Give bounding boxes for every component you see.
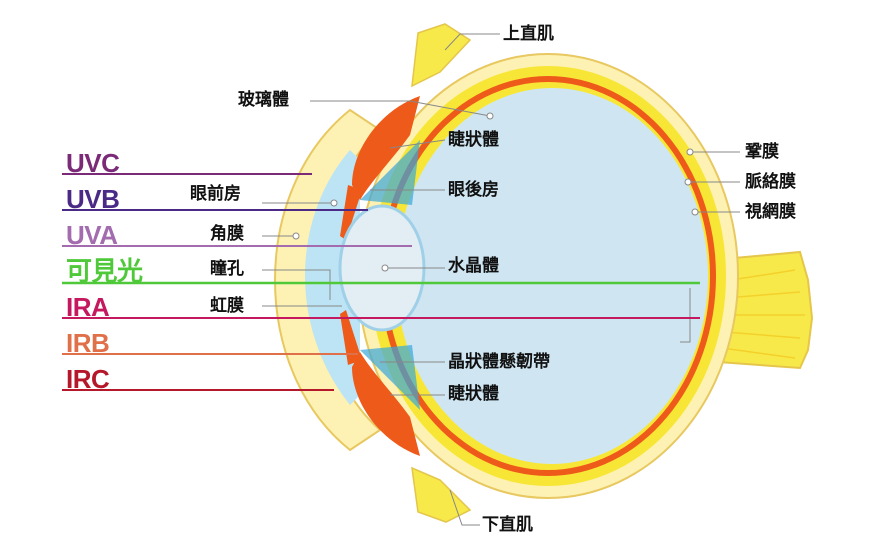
band-label-irc: IRC [66,364,110,394]
band-label-uvb: UVB [66,184,120,214]
label-iris: 虹膜 [210,296,244,316]
label-vitreous: 玻璃體 [238,90,289,110]
band-label-uva: UVA [66,220,118,250]
ciliary-body-upper [352,96,420,200]
iris-lower [340,310,362,365]
band-label-ira: IRA [66,292,110,322]
band-label-visible: 可見光 [66,256,143,286]
iris-upper [340,185,362,240]
zonules-lower [360,345,420,410]
vitreous-body [396,88,708,464]
label-retina: 視網膜 [745,202,796,222]
label-lens: 水晶體 [448,256,499,276]
ciliary-body-lower [352,352,420,456]
band-label-uvc: UVC [66,148,120,178]
label-anterior-chamber: 眼前房 [190,184,241,204]
zonules-upper [360,140,420,205]
label-ciliary-upper: 睫狀體 [448,130,499,150]
label-superior-rectus: 上直肌 [503,24,554,44]
label-cornea: 角膜 [210,224,244,244]
label-sclera: 鞏膜 [745,142,779,162]
label-choroid: 脈絡膜 [745,172,796,192]
label-zonules: 晶狀體懸韌帶 [448,352,550,372]
inferior-rectus-muscle [411,466,472,523]
band-label-irb: IRB [66,328,110,358]
label-ciliary-lower: 睫狀體 [448,384,499,404]
label-posterior-chamber: 眼後房 [448,180,499,200]
label-pupil: 瞳孔 [210,259,244,279]
label-inferior-rectus: 下直肌 [482,515,533,535]
superior-rectus-muscle [411,23,472,88]
